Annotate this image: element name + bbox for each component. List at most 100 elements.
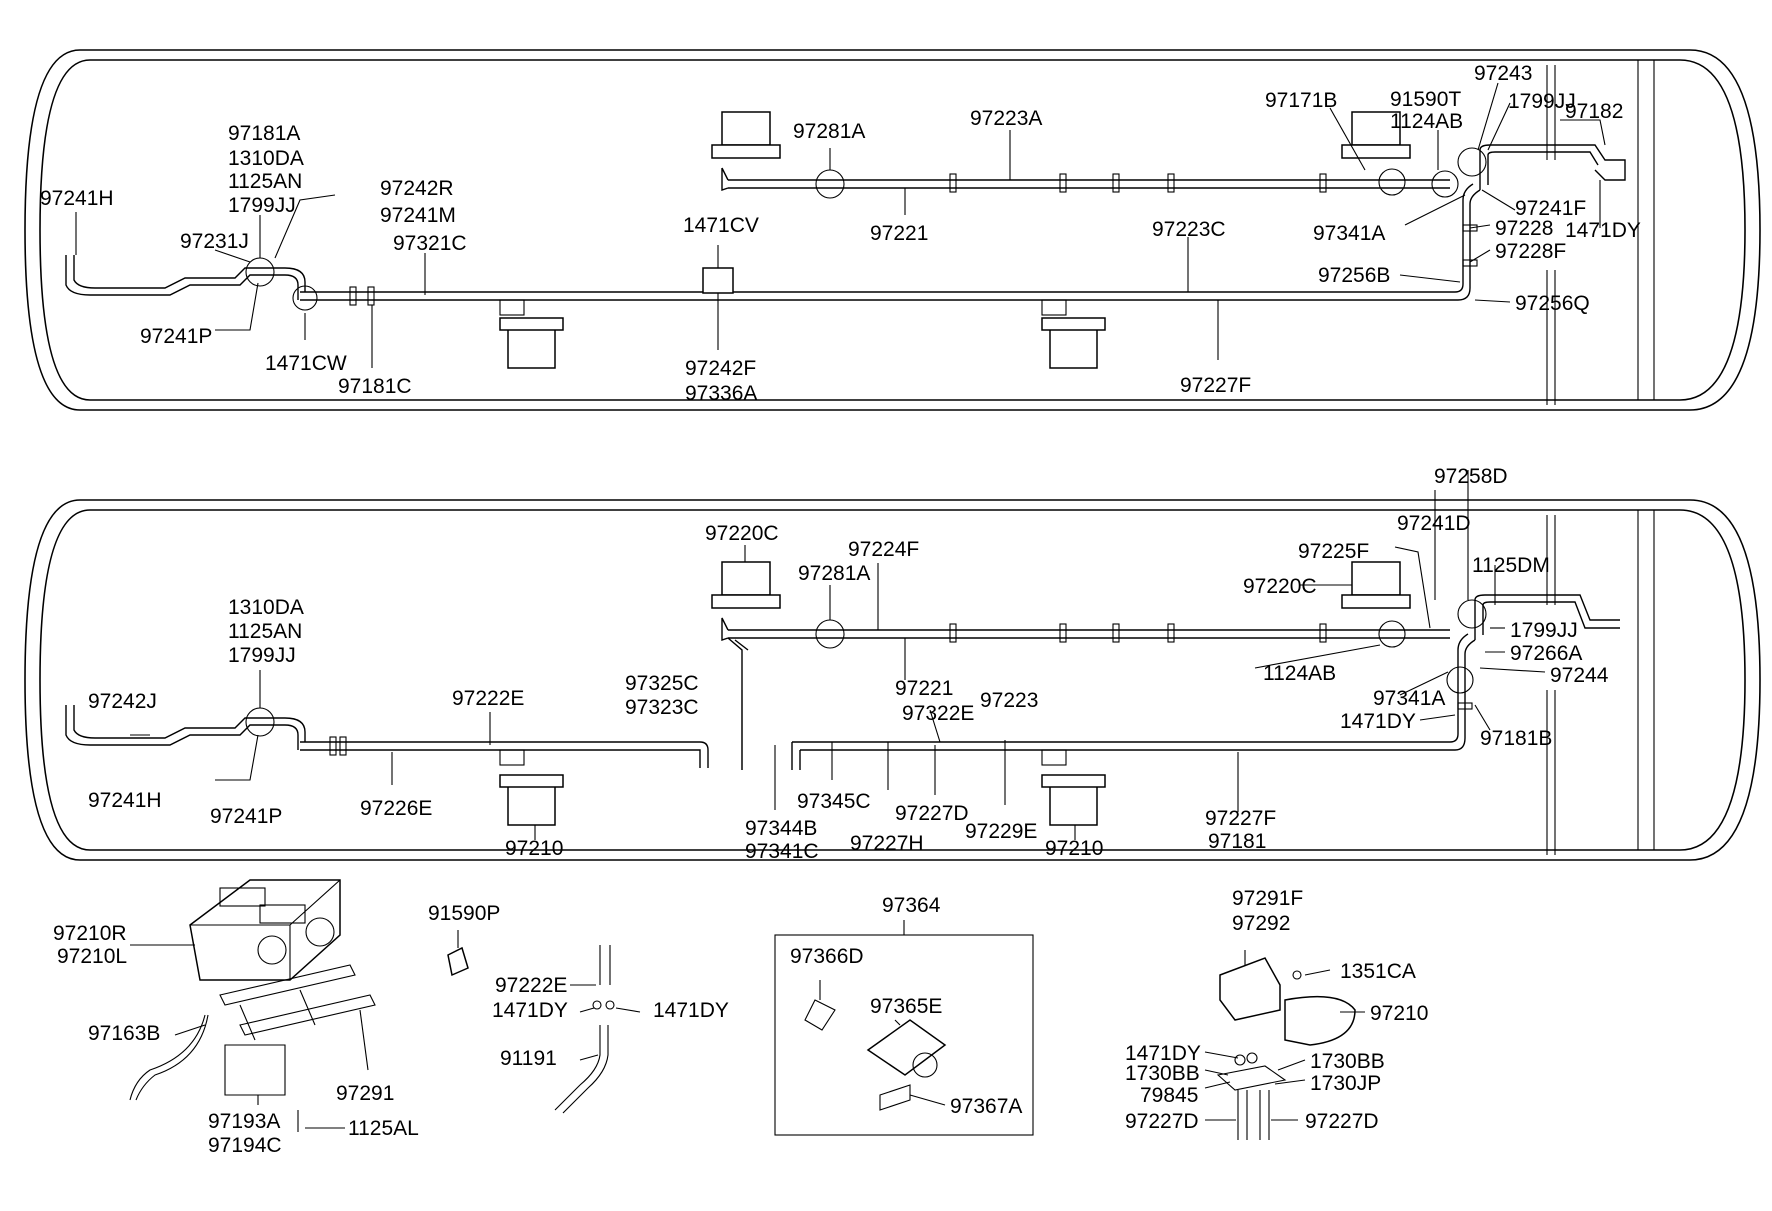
part-label: 97321C: [393, 232, 467, 255]
part-label: 97227D: [1305, 1110, 1379, 1133]
part-label: 97341A: [1373, 687, 1445, 710]
part-label: 1471DY: [1565, 219, 1641, 242]
part-label: 97281A: [793, 120, 865, 143]
part-label: 1471DY: [1340, 710, 1416, 733]
part-label: 97366D: [790, 945, 864, 968]
part-label: 97221: [870, 222, 928, 245]
part-label: 97365E: [870, 995, 942, 1018]
part-label: 97220C: [705, 522, 779, 545]
part-label: 97210: [505, 837, 563, 860]
part-label: 97223C: [1152, 218, 1226, 241]
parts-leaders: [130, 920, 1365, 1129]
part-label: 97291: [336, 1082, 394, 1105]
part-label: 97323C: [625, 696, 699, 719]
part-label: 97227H: [850, 832, 924, 855]
part-label: 97163B: [88, 1022, 160, 1045]
part-label: 1730JP: [1310, 1072, 1381, 1095]
part-label: 97194C: [208, 1134, 282, 1157]
part-label: 91191: [500, 1047, 557, 1070]
part-label: 97221: [895, 677, 953, 700]
bottom-bus-outline: [24, 499, 1761, 861]
part-label: 1124AB: [1390, 110, 1463, 133]
part-label: 97227D: [895, 802, 969, 825]
part-label: 97210: [1370, 1002, 1428, 1025]
part-label: 1799JJ: [1510, 619, 1578, 642]
part-label: 97241P: [210, 805, 282, 828]
part-label: 97193A: [208, 1110, 280, 1133]
part-label: 1471DY: [653, 999, 729, 1022]
part-label: 97228F: [1495, 240, 1566, 263]
part-label: 97364: [882, 894, 941, 917]
part-label: 1799JJ: [1508, 90, 1576, 113]
part-label: 97241D: [1397, 512, 1471, 535]
part-label: 1799JJ: [228, 644, 296, 667]
part-label: 97325C: [625, 672, 699, 695]
bottom-labels: 1310DA 1125AN 1799JJ 97242J 97241H 97241…: [88, 465, 1609, 863]
heater-unit-drawing: [129, 879, 376, 1101]
part-label: 1310DA: [228, 596, 304, 619]
part-label: 1471DY: [1125, 1042, 1201, 1065]
part-label: 97341C: [745, 840, 819, 863]
part-label: 97181C: [338, 375, 412, 398]
part-label: 97210: [1045, 837, 1103, 860]
part-label: 97344B: [745, 817, 817, 840]
part-label: 97241H: [40, 187, 114, 210]
bottom-leaders: [130, 470, 1546, 840]
part-label: 97243: [1474, 62, 1532, 85]
part-label: 1351CA: [1340, 960, 1416, 983]
top-pipe-system: [65, 65, 1626, 405]
part-label: 1125DM: [1472, 554, 1550, 577]
parts-labels: 97210R 97210L 97163B 97291 97193A 97194C…: [53, 887, 1428, 1157]
part-label: 1471CV: [683, 214, 759, 237]
part-label: 97256B: [1318, 264, 1390, 287]
part-label: 91590T: [1390, 88, 1461, 111]
part-label: 97210R: [53, 922, 127, 945]
top-bus-outline: [24, 49, 1761, 411]
part-label: 97266A: [1510, 642, 1582, 665]
part-label: 1310DA: [228, 147, 304, 170]
part-label: 97171B: [1265, 89, 1337, 112]
part-label: 1471DY: [492, 999, 568, 1022]
part-label: 97292: [1232, 912, 1290, 935]
part-label: 97341A: [1313, 222, 1385, 245]
part-label: 97258D: [1434, 465, 1508, 488]
valve-assembly-drawing: [1216, 957, 1356, 1140]
part-label: 97322E: [902, 702, 974, 725]
part-label: 97281A: [798, 562, 870, 585]
top-leaders: [75, 82, 1606, 368]
part-label: 97227F: [1205, 807, 1276, 830]
part-label: 97223A: [970, 107, 1042, 130]
part-label: 97210L: [57, 945, 127, 968]
part-label: 97229E: [965, 820, 1037, 843]
part-label: 97241P: [140, 325, 212, 348]
part-label: 97336A: [685, 382, 757, 405]
part-label: 97242J: [88, 690, 157, 713]
small-parts-drawing: [297, 945, 615, 1132]
part-label: 97242R: [380, 177, 454, 200]
part-label: 1730BB: [1310, 1050, 1385, 1073]
part-label: 97182: [1565, 100, 1623, 123]
part-label: 1471CW: [265, 352, 347, 375]
part-label: 97225F: [1298, 540, 1369, 563]
part-label: 97223: [980, 689, 1038, 712]
part-label: 97227D: [1125, 1110, 1199, 1133]
part-label: 97244: [1550, 664, 1609, 687]
part-label: 97291F: [1232, 887, 1303, 910]
part-label: 1125AN: [228, 170, 302, 193]
part-label: 97367A: [950, 1095, 1022, 1118]
part-label: 97231J: [180, 230, 249, 253]
part-label: 97241F: [1515, 197, 1586, 220]
part-label: 97226E: [360, 797, 432, 820]
bottom-pipe-system: [65, 515, 1620, 855]
part-label: 1125AN: [228, 620, 302, 643]
part-label: 97228: [1495, 217, 1553, 240]
part-label: 97222E: [452, 687, 524, 710]
part-label: 1799JJ: [228, 194, 296, 217]
part-label: 97256Q: [1515, 292, 1590, 315]
part-label: 1730BB: [1125, 1062, 1200, 1085]
part-label: 97242F: [685, 357, 756, 380]
part-label: 97224F: [848, 538, 919, 561]
part-label: 97227F: [1180, 374, 1251, 397]
part-label: 97181A: [228, 122, 300, 145]
